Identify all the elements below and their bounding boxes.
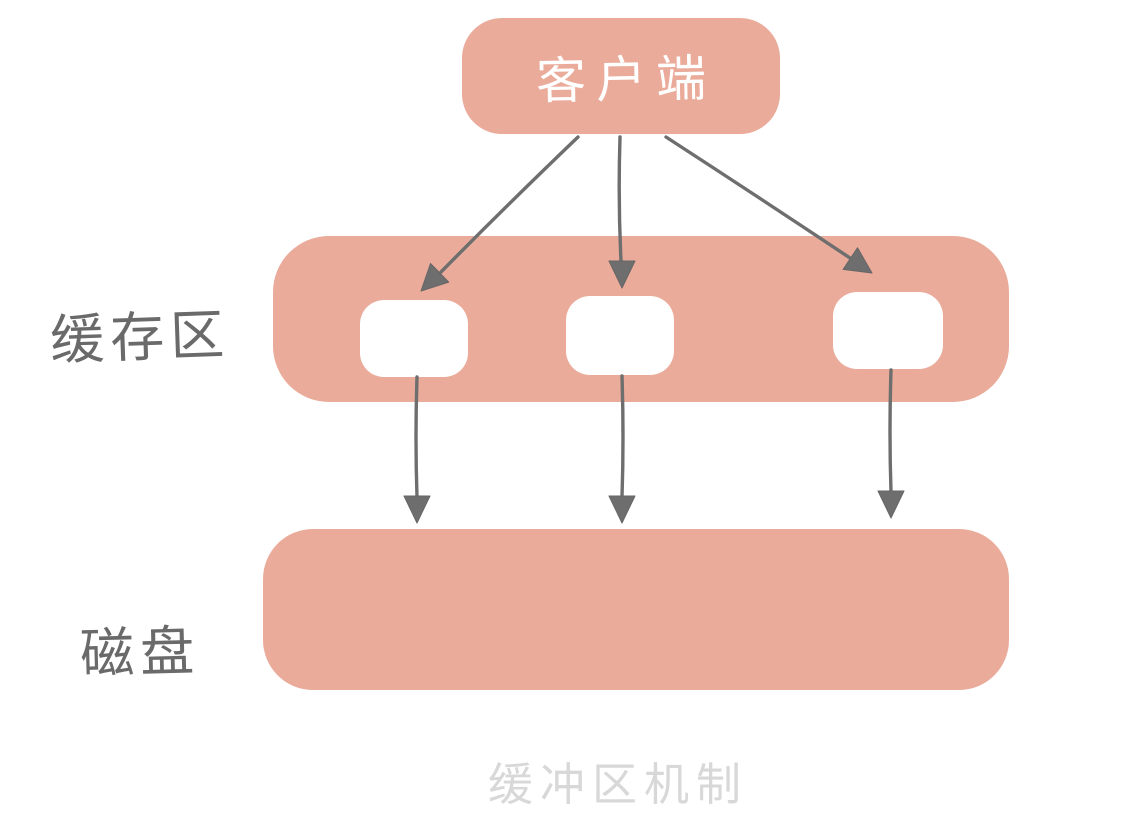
client-label: 客户端	[535, 49, 717, 111]
buffer-slot-1	[360, 300, 468, 377]
buffer-slot-2	[566, 296, 674, 375]
node-client: 客户端	[462, 18, 780, 134]
node-disk-band	[263, 529, 1009, 690]
label-disk: 磁盘	[79, 619, 201, 686]
buffer-slot-3	[833, 292, 943, 369]
label-cache-area: 缓存区	[49, 302, 232, 373]
diagram-caption: 缓冲区机制	[487, 758, 748, 811]
